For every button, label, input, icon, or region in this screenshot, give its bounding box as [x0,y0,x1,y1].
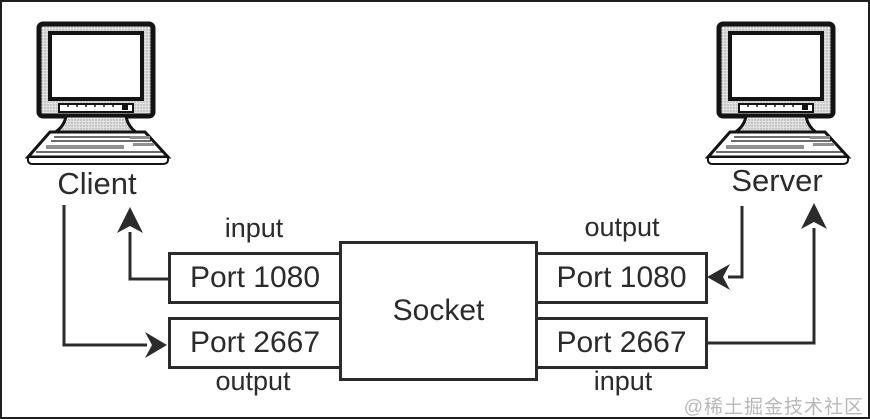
client-port-1080-label: Port 1080 [189,261,321,294]
server-label: Server [731,163,823,198]
client-port-2667-box: Port 2667 [168,317,342,369]
server-port1080-direction-label: output [584,212,660,242]
arrow-port1080-to-client [117,207,169,281]
server-port-2667-box: Port 2667 [535,317,708,369]
client-port-1080-box: Port 1080 [168,252,342,304]
arrow-server-to-port1080 [707,206,744,290]
client-port1080-direction-label: input [224,213,284,243]
client-port2667-direction-label: output [215,366,291,396]
server-port2667-direction-label: input [593,366,653,396]
server-port-2667-label: Port 2667 [556,326,687,359]
server-port-1080-box: Port 1080 [535,252,708,304]
socket-label: Socket [392,294,485,327]
server-port-1080-label: Port 1080 [556,261,687,294]
arrow-client-to-port2667 [62,205,167,358]
server-computer-icon [708,24,848,164]
client-port-2667-label: Port 2667 [189,326,321,359]
arrow-port2667-to-server [708,203,827,345]
client-computer-icon [28,24,168,164]
socket-box: Socket [339,241,538,381]
watermark: @稀土掘金技术社区 [683,397,864,418]
client-label: Client [57,166,137,201]
